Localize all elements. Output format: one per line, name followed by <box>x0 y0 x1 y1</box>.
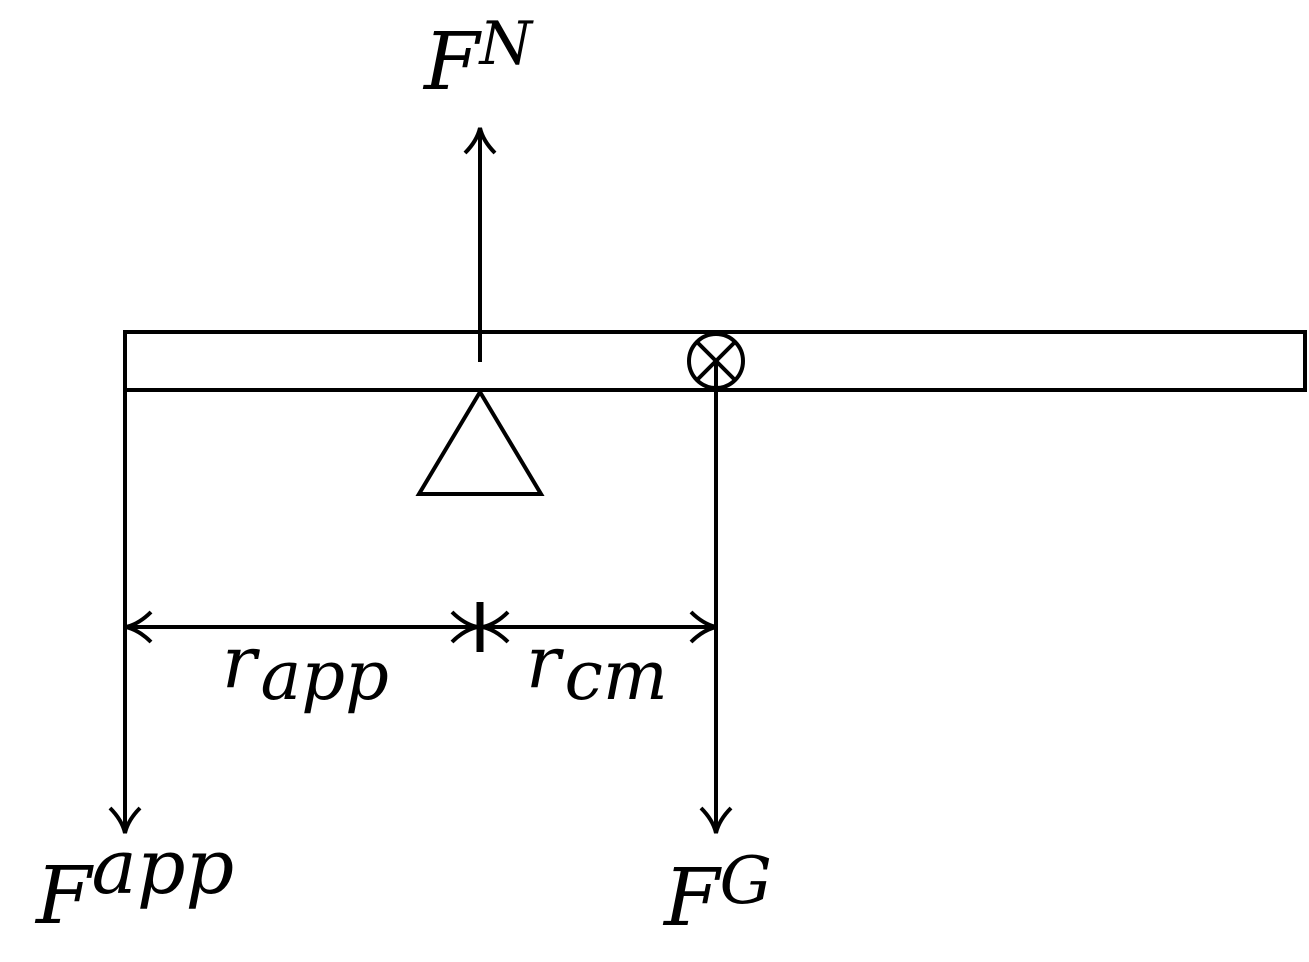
dimension-arrowhead-left-at-tick-icon <box>482 610 510 644</box>
applied-force-label: Fapp <box>36 828 234 936</box>
gravity-force-arrowhead-down-icon <box>699 806 733 834</box>
center-of-mass-cross-line-2 <box>695 340 737 382</box>
normal-force-label-base: F <box>424 15 480 108</box>
lever-arm-cm-label-base: r <box>526 620 561 704</box>
applied-force-label-superscript: app <box>91 821 235 911</box>
dimension-arrowhead-left-icon <box>125 610 153 644</box>
gravity-force-label-base: F <box>664 851 720 944</box>
lever-arm-applied-label: rapp <box>222 626 389 711</box>
gravity-force-label-superscript: G <box>719 842 772 919</box>
lever-arm-applied-label-subscript: app <box>260 637 389 717</box>
normal-force-arrowhead-up-icon <box>463 127 497 155</box>
lever-arm-applied-label-base: r <box>222 620 257 704</box>
applied-force-arrowhead-down-icon <box>108 806 142 834</box>
lever-arm-cm-label-subscript: cm <box>564 637 668 717</box>
lever-arm-cm-label: rcm <box>526 626 668 711</box>
normal-force-label: FN <box>424 14 532 102</box>
applied-force-label-base: F <box>36 849 92 942</box>
gravity-force-label: FG <box>664 848 772 938</box>
dimension-arrowhead-right-at-tick-icon <box>450 610 478 644</box>
dimension-arrowhead-right-icon <box>689 610 717 644</box>
fulcrum-triangle <box>415 388 545 496</box>
normal-force-label-superscript: N <box>479 8 533 79</box>
